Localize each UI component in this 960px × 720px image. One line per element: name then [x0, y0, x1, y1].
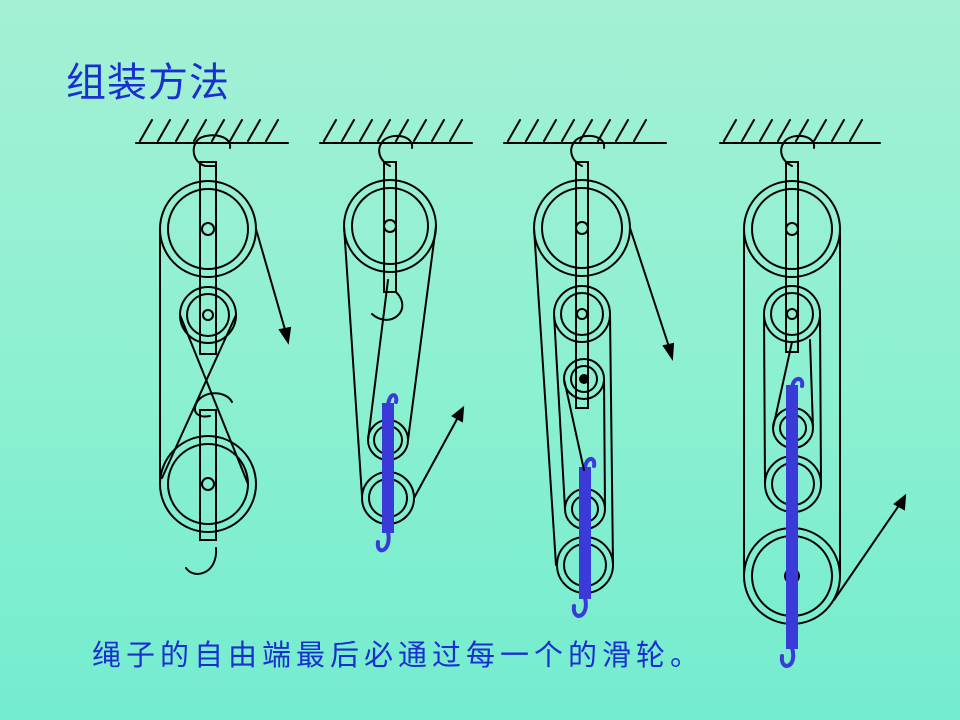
fixed-strap — [785, 161, 799, 353]
hook — [371, 291, 404, 321]
caption: 绳子的自由端最后必通过每一个的滑轮。 — [92, 638, 705, 672]
fixed-pulley — [533, 179, 631, 277]
arrow — [278, 326, 292, 345]
ceiling — [319, 119, 473, 144]
arrow — [451, 405, 465, 423]
fixed-pulley — [343, 179, 437, 273]
movable-frame — [779, 377, 805, 668]
ceiling — [503, 119, 667, 144]
rope — [159, 228, 289, 485]
fixed-pulley — [763, 285, 821, 343]
rope — [533, 227, 673, 566]
movable-frame — [571, 457, 597, 618]
rope — [343, 225, 463, 499]
fixed-pulley — [563, 358, 605, 400]
slide-title: 组装方法 — [66, 60, 230, 106]
movable-strap — [199, 409, 217, 541]
hook — [185, 547, 218, 575]
fixed-pulley — [743, 180, 841, 278]
rope — [743, 228, 905, 601]
fixed-pulley — [159, 180, 257, 278]
ceiling — [719, 119, 881, 144]
arrow — [662, 342, 675, 361]
fixed-strap — [199, 161, 217, 355]
hook — [570, 134, 606, 167]
assembly-1 — [135, 119, 292, 575]
ceiling — [135, 119, 289, 144]
assembly-3 — [503, 119, 675, 618]
assembly-4 — [719, 119, 907, 668]
assembly-2 — [319, 119, 473, 553]
arrow — [893, 493, 907, 511]
fixed-pulley — [553, 285, 611, 343]
hook — [378, 134, 414, 167]
fixed-strap — [575, 161, 589, 409]
hook — [780, 134, 816, 167]
hook — [192, 134, 232, 167]
movable-frame — [375, 393, 399, 553]
